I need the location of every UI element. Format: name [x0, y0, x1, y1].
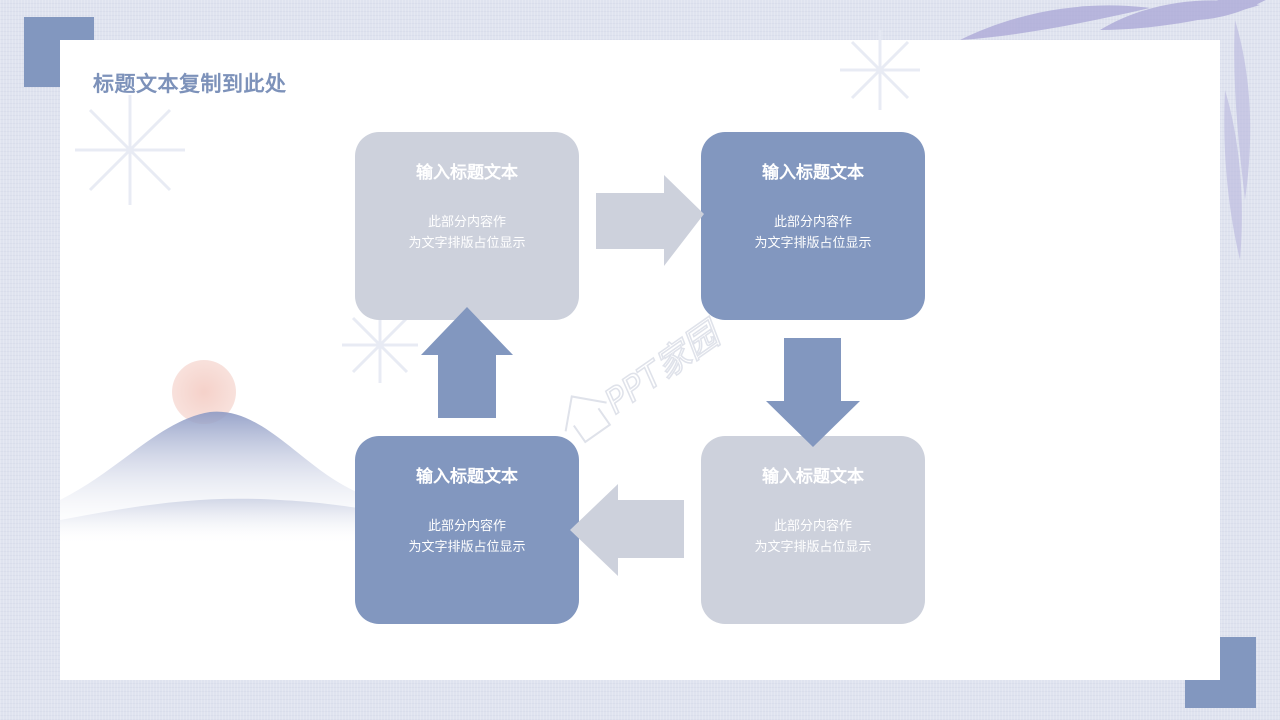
- step-description-line: 为文字排版占位显示: [754, 236, 872, 251]
- step-box-2: 输入标题文本 此部分内容作 为文字排版占位显示: [701, 132, 925, 320]
- arrow-left: [570, 484, 684, 576]
- step-title: 输入标题文本: [416, 467, 518, 487]
- page-title: 标题文本复制到此处: [93, 72, 287, 96]
- step-description-line: 此部分内容作: [427, 215, 506, 230]
- step-description-line: 为文字排版占位显示: [408, 236, 526, 251]
- step-title: 输入标题文本: [762, 467, 864, 487]
- step-description: 此部分内容作 为文字排版占位显示: [355, 212, 579, 254]
- step-box-4: 输入标题文本 此部分内容作 为文字排版占位显示: [355, 436, 579, 624]
- arrow-up: [421, 307, 513, 418]
- step-box-1: 输入标题文本 此部分内容作 为文字排版占位显示: [355, 132, 579, 320]
- svg-text:PPT家园: PPT家园: [597, 312, 730, 422]
- step-description: 此部分内容作 为文字排版占位显示: [701, 516, 925, 558]
- step-title: 输入标题文本: [416, 163, 518, 183]
- step-description: 此部分内容作 为文字排版占位显示: [701, 212, 925, 254]
- step-box-3: 输入标题文本 此部分内容作 为文字排版占位显示: [701, 436, 925, 624]
- arrow-down: [766, 338, 860, 447]
- step-description-line: 此部分内容作: [427, 519, 506, 534]
- content-card: [60, 40, 1220, 680]
- step-description-line: 为文字排版占位显示: [408, 540, 526, 555]
- arrow-right: [596, 175, 704, 266]
- step-description-line: 为文字排版占位显示: [754, 540, 872, 555]
- step-title: 输入标题文本: [762, 163, 864, 183]
- watermark-logo: PPT家园: [564, 311, 732, 444]
- step-description-line: 此部分内容作: [773, 215, 852, 230]
- step-description-line: 此部分内容作: [773, 519, 852, 534]
- step-description: 此部分内容作 为文字排版占位显示: [355, 516, 579, 558]
